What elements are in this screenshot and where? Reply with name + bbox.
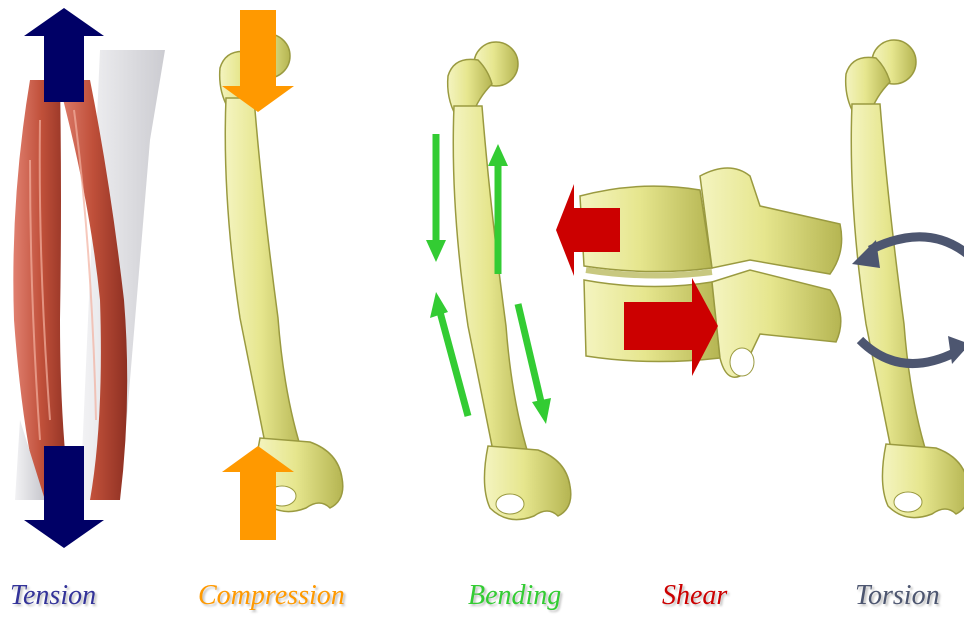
muscle-illustration (13, 50, 165, 500)
bending-label: Bending (468, 580, 561, 612)
compression-label: Compression (198, 580, 345, 612)
vertebrae-illustration (580, 168, 842, 377)
torsion-label: Torsion (855, 580, 940, 612)
shear-label: Shear (662, 580, 727, 612)
bending-panel (426, 42, 571, 520)
compression-panel (220, 10, 343, 540)
tension-panel (13, 8, 165, 548)
femur-illustration (846, 40, 964, 518)
tension-label: Tension (10, 580, 96, 612)
torsion-panel (846, 40, 964, 518)
femur-illustration (448, 42, 571, 520)
femur-illustration (220, 34, 343, 512)
shear-panel (556, 168, 842, 377)
